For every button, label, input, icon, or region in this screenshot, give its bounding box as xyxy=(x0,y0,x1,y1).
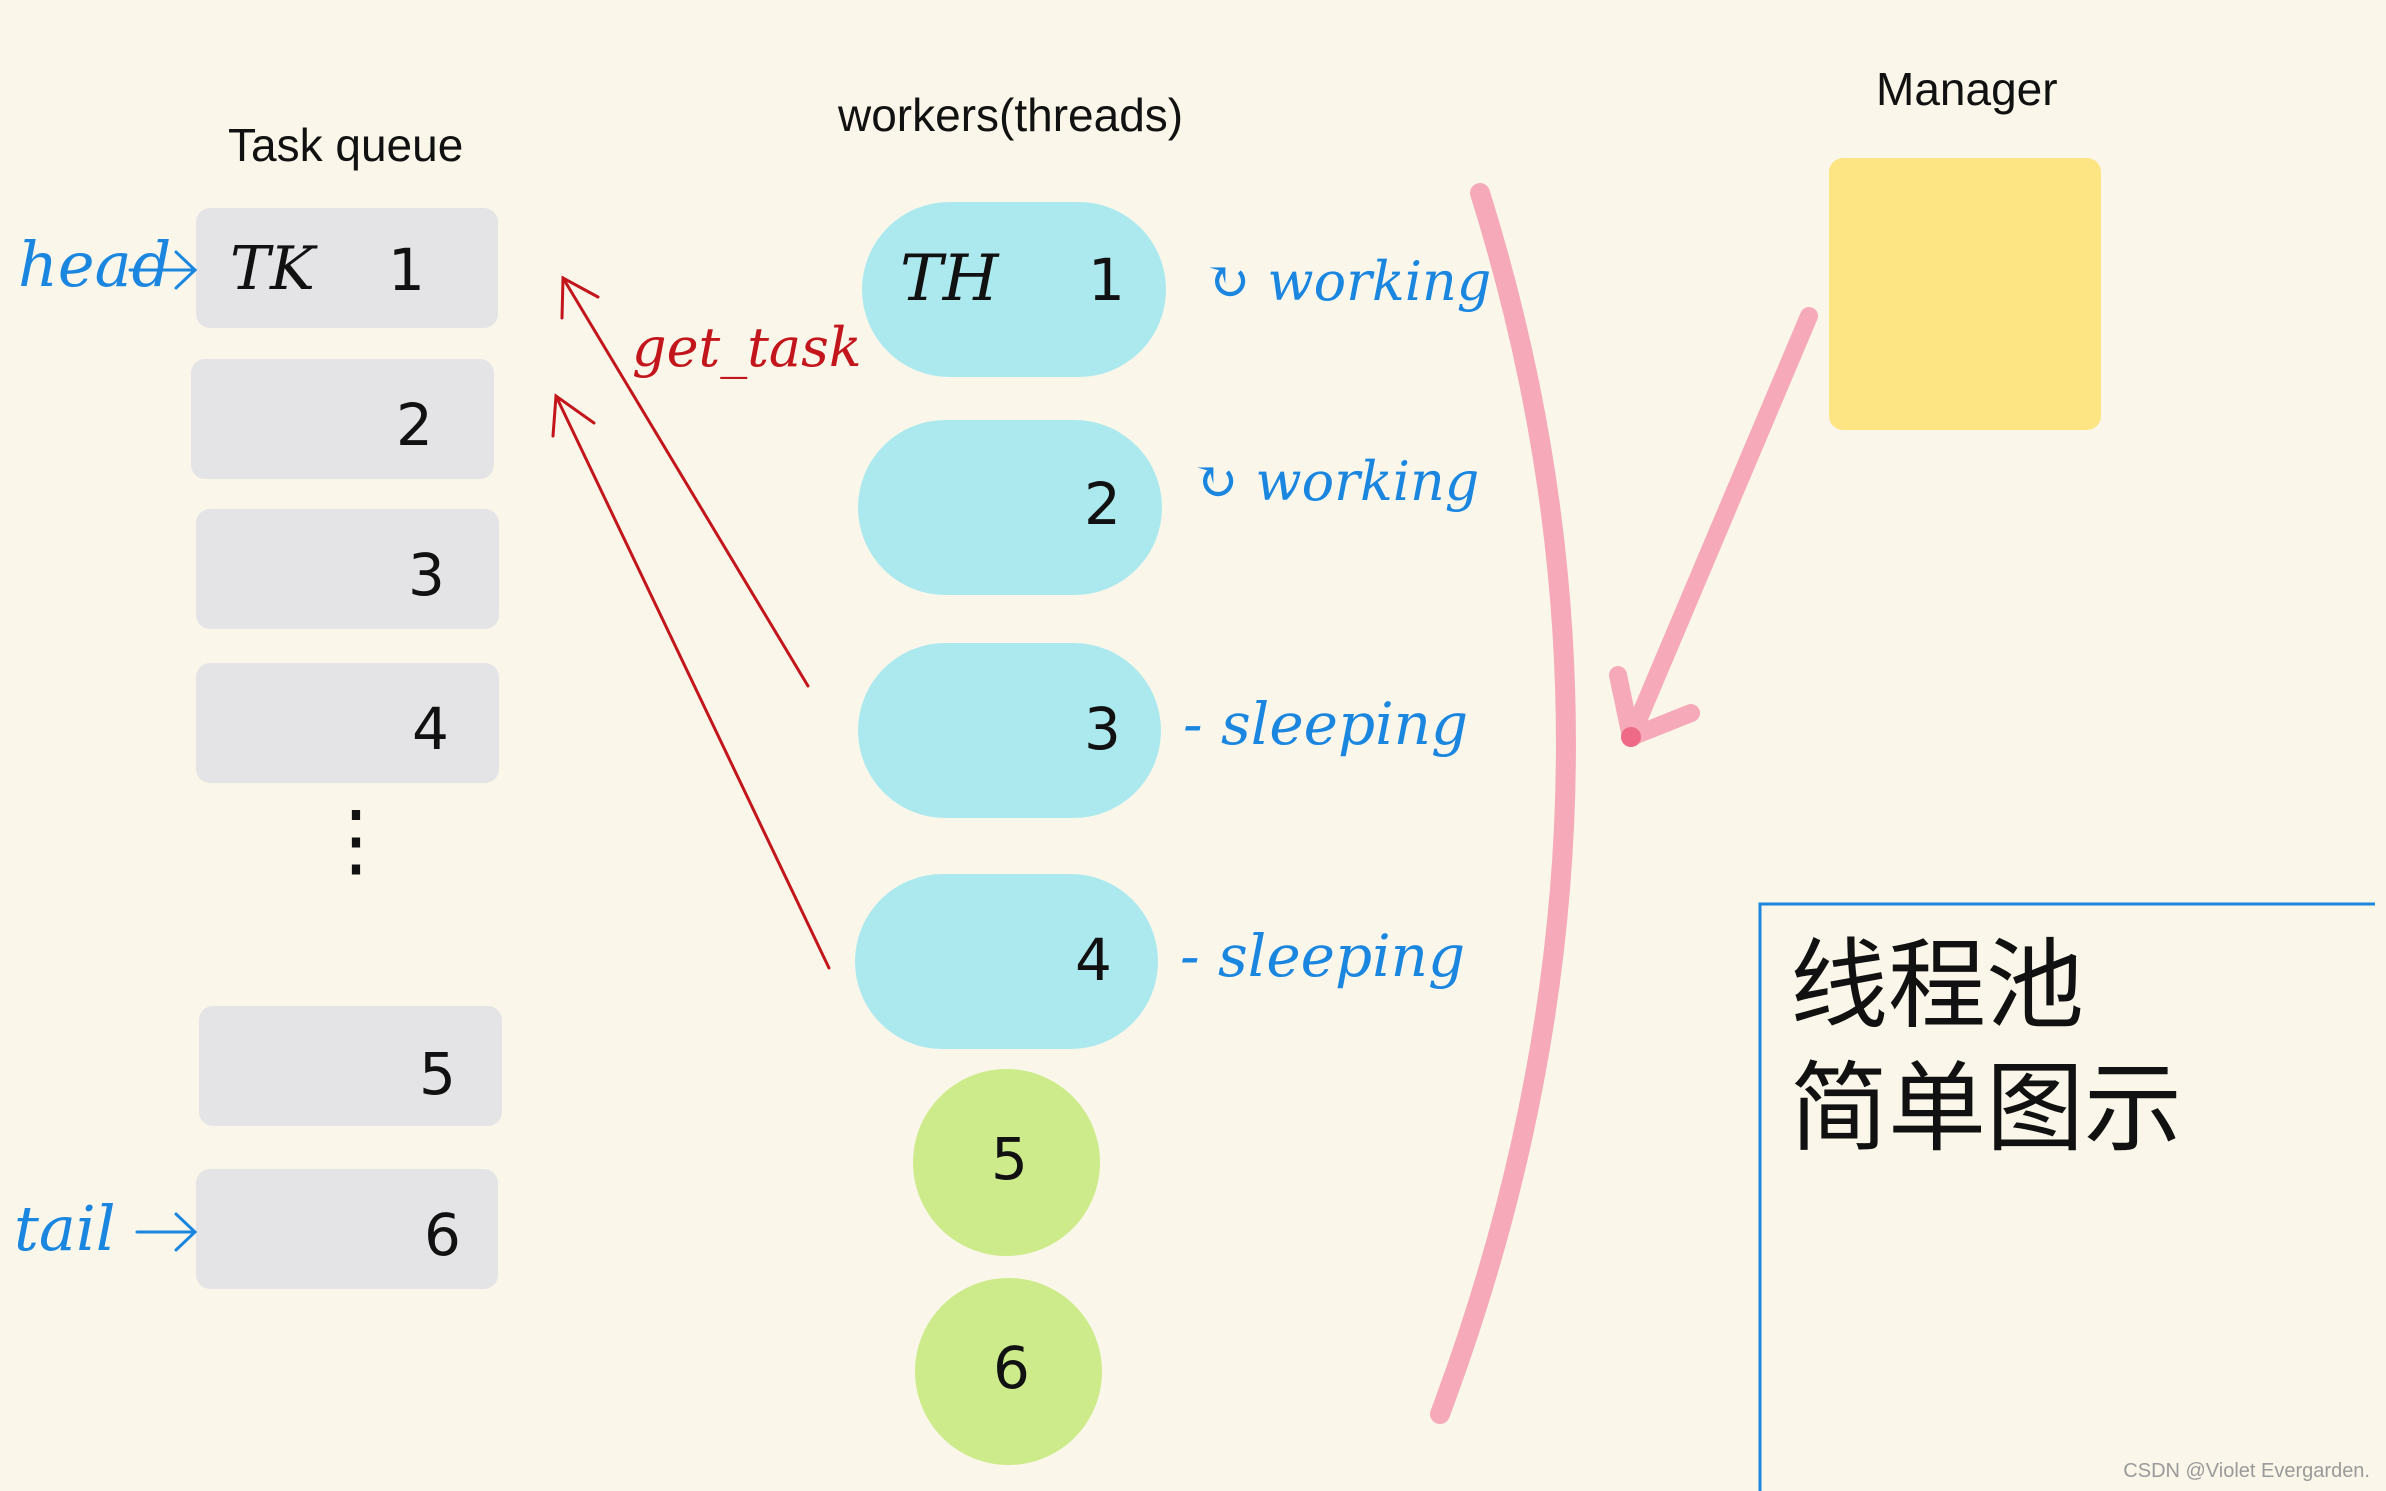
task-box-1: TK 1 xyxy=(196,208,498,328)
task-number: 5 xyxy=(419,1040,456,1108)
manager-title: Manager xyxy=(1876,63,2058,115)
note-text: 线程池 简单图示 xyxy=(1790,925,2182,1170)
task-prefix: TK xyxy=(230,234,315,304)
worker-number: 3 xyxy=(1084,695,1121,763)
worker-4: 4 xyxy=(855,874,1158,1049)
worker-6: 6 xyxy=(915,1278,1102,1465)
worker-2: 2 xyxy=(858,420,1162,595)
status-worker-4: - sleeping xyxy=(1180,922,1466,990)
tail-label: tail xyxy=(14,1192,116,1265)
task-box-2: 2 xyxy=(191,359,494,479)
head-arrow-icon xyxy=(128,250,198,290)
worker-number: 5 xyxy=(991,1125,1028,1193)
worker-prefix: TH xyxy=(900,242,999,316)
task-queue-title: Task queue xyxy=(228,119,464,171)
tail-arrow-icon xyxy=(135,1212,198,1252)
task-number: 3 xyxy=(408,541,445,609)
ellipsis-dots: ⋮ xyxy=(316,795,396,884)
task-box-3: 3 xyxy=(196,509,499,629)
worker-number: 6 xyxy=(993,1334,1030,1402)
worker-number: 4 xyxy=(1075,926,1112,994)
status-worker-2: ↻ working xyxy=(1193,450,1480,513)
worker-number: 2 xyxy=(1084,470,1121,538)
task-box-5: 5 xyxy=(199,1006,502,1126)
pool-boundary-curve xyxy=(1430,183,1576,1424)
head-label: head xyxy=(18,228,172,301)
task-number: 1 xyxy=(388,236,425,304)
status-worker-1: ↻ working xyxy=(1205,250,1492,313)
get-task-label: get_task xyxy=(632,316,862,379)
manager-arrow-icon xyxy=(1609,307,1818,746)
task-box-6: 6 xyxy=(196,1169,498,1289)
note-frame xyxy=(1758,902,2375,1491)
task-number: 4 xyxy=(412,695,449,763)
spinner-icon: ↻ xyxy=(1205,250,1268,313)
worker-1: TH 1 xyxy=(862,202,1166,377)
task-number: 2 xyxy=(396,391,433,459)
worker-5: 5 xyxy=(913,1069,1100,1256)
manager-box xyxy=(1829,158,2101,430)
spinner-icon: ↻ xyxy=(1193,450,1256,513)
worker-number: 1 xyxy=(1088,246,1125,314)
get-task-arrow-icon xyxy=(551,275,831,970)
note-line-1: 线程池 xyxy=(1790,929,2085,1043)
watermark: CSDN @Violet Evergarden. xyxy=(2123,1460,2370,1482)
worker-3: 3 xyxy=(858,643,1161,818)
note-line-2: 简单图示 xyxy=(1790,1051,2183,1166)
workers-title: workers(threads) xyxy=(838,89,1184,141)
task-box-4: 4 xyxy=(196,663,499,783)
status-worker-3: - sleeping xyxy=(1183,690,1469,758)
task-number: 6 xyxy=(424,1201,461,1269)
